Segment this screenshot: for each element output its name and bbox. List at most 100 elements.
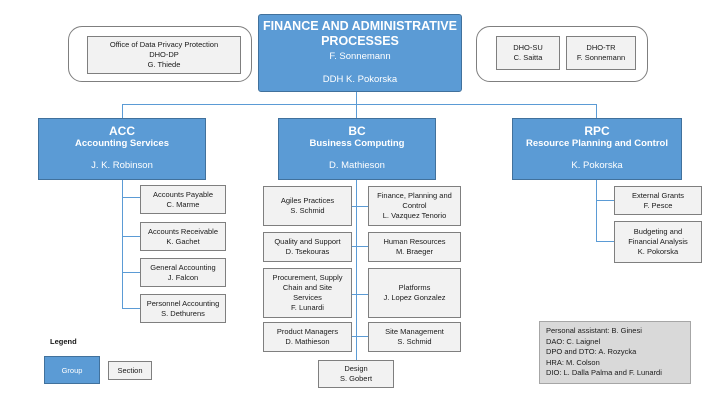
section-finance-planning-control[interactable]: Finance, Planning and Control L. Vazquez… [368,186,461,226]
connector [122,104,597,105]
top-unit-title: FINANCE AND ADMINISTRATIVE [263,19,457,33]
group-abbr: ACC [109,124,135,138]
section-head: S. Schmid [397,337,432,346]
connector [352,246,368,247]
legend-section-label: Section [117,365,143,375]
section-title: Product Managers [276,327,339,336]
section-title: Personnel Accounting [146,298,220,308]
section-external-grants[interactable]: External Grants F. Pesce [614,186,702,215]
section-title: Platforms [398,283,431,292]
section-quality-support[interactable]: Quality and Support D. Tsekouras [263,232,352,262]
section-title: Procurement, Supply [272,273,343,282]
connector [122,308,140,309]
group-name: Accounting Services [75,138,169,149]
section-human-resources[interactable]: Human Resources M. Braeger [368,232,461,262]
section-agiles-practices[interactable]: Agiles Practices S. Schmid [263,186,352,226]
section-head: M. Braeger [395,247,434,256]
connector [596,200,614,201]
section-head: F. Lunardi [291,303,324,312]
note-line: DIO: L. Dalla Palma and F. Lunardi [546,368,662,377]
section-head: J. Lopez Gonzalez [383,293,446,302]
dho-tr-box[interactable]: DHO-TR F. Sonnemann [566,36,636,70]
connector [596,241,614,242]
group-head: D. Mathieson [329,160,385,171]
legend-group-swatch: Group [44,356,100,384]
top-unit-deputy: DDH K. Pokorska [322,74,398,85]
group-bc[interactable]: BC Business Computing D. Mathieson [278,118,436,180]
note-line: HRA: M. Colson [546,357,600,367]
legend-section-swatch: Section [108,361,152,380]
section-procurement[interactable]: Procurement, Supply Chain and Site Servi… [263,268,352,318]
section-head: S. Gobert [339,374,373,383]
section-head: D. Tsekouras [285,247,330,256]
group-abbr: RPC [584,124,610,138]
legend-group-label: Group [61,365,83,375]
section-head: C. Saitta [513,53,543,62]
section-title: External Grants [631,190,685,200]
data-privacy-box[interactable]: Office of Data Privacy Protection DHO-DP… [87,36,241,74]
section-title: Budgeting and [633,227,683,236]
note-line: Personal assistant: B. Ginesi [546,326,642,335]
section-title: Human Resources [383,237,446,246]
group-rpc[interactable]: RPC Resource Planning and Control K. Pok… [512,118,682,180]
section-head: S. Dethurens [161,308,205,318]
note-line: DPO and DTO: A. Rozycka [546,347,637,356]
section-title: Site Management [385,327,444,336]
section-head: F. Pesce [643,200,673,210]
section-accounts-payable[interactable]: Accounts Payable C. Marme [140,185,226,214]
section-design[interactable]: Design S. Gobert [318,360,394,388]
group-head: J. K. Robinson [91,160,153,171]
legend-title: Legend [50,337,77,346]
section-head: J. Falcon [167,272,199,282]
section-head: S. Schmid [290,206,325,215]
connector [352,206,368,207]
group-name: Business Computing [309,138,405,149]
section-head: K. Pokorska [637,247,679,256]
top-unit-head: F. Sonnemann [329,51,391,62]
section-budgeting[interactable]: Budgeting and Financial Analysis K. Poko… [614,221,702,263]
connector [122,104,123,118]
group-abbr: BC [348,124,366,138]
top-unit-title: PROCESSES [321,34,399,48]
connector [122,272,140,273]
section-title: Services [293,293,322,302]
connector [352,294,368,295]
section-title: Accounts Receivable [147,226,219,236]
group-head: K. Pokorska [571,160,623,171]
section-head: G. Thiede [147,60,181,69]
section-head: L. Vazquez Tenorio [382,211,447,220]
connector [596,104,597,118]
section-head: K. Gachet [166,236,200,246]
section-product-managers[interactable]: Product Managers D. Mathieson [263,322,352,352]
section-title: Quality and Support [274,237,341,246]
connector [122,180,123,308]
section-title: Office of Data Privacy Protection [109,40,219,49]
staff-notes-box: Personal assistant: B. Ginesi DAO: C. La… [539,321,691,384]
connector [356,92,357,118]
section-head: D. Mathieson [285,337,330,346]
connector [122,236,140,237]
section-title: Design [344,364,368,373]
connector [356,180,357,361]
section-code: DHO-DP [149,50,179,59]
section-head: C. Marme [166,199,200,209]
section-site-management[interactable]: Site Management S. Schmid [368,322,461,352]
group-name: Resource Planning and Control [526,138,668,149]
section-general-accounting[interactable]: General Accounting J. Falcon [140,258,226,287]
section-title: Agiles Practices [280,196,335,205]
section-title: Chain and Site [282,283,333,292]
group-acc[interactable]: ACC Accounting Services J. K. Robinson [38,118,206,180]
section-platforms[interactable]: Platforms J. Lopez Gonzalez [368,268,461,318]
top-unit-box[interactable]: FINANCE AND ADMINISTRATIVE PROCESSES F. … [258,14,462,92]
note-line: DAO: C. Laignel [546,336,601,346]
connector [352,336,368,337]
section-title: Financial Analysis [628,237,688,246]
section-accounts-receivable[interactable]: Accounts Receivable K. Gachet [140,222,226,251]
section-code: DHO-SU [513,43,543,52]
dho-su-box[interactable]: DHO-SU C. Saitta [496,36,560,70]
connector [122,197,140,198]
section-title: Control [402,201,427,210]
connector [596,180,597,242]
section-title: General Accounting [150,262,216,272]
section-personnel-accounting[interactable]: Personnel Accounting S. Dethurens [140,294,226,323]
